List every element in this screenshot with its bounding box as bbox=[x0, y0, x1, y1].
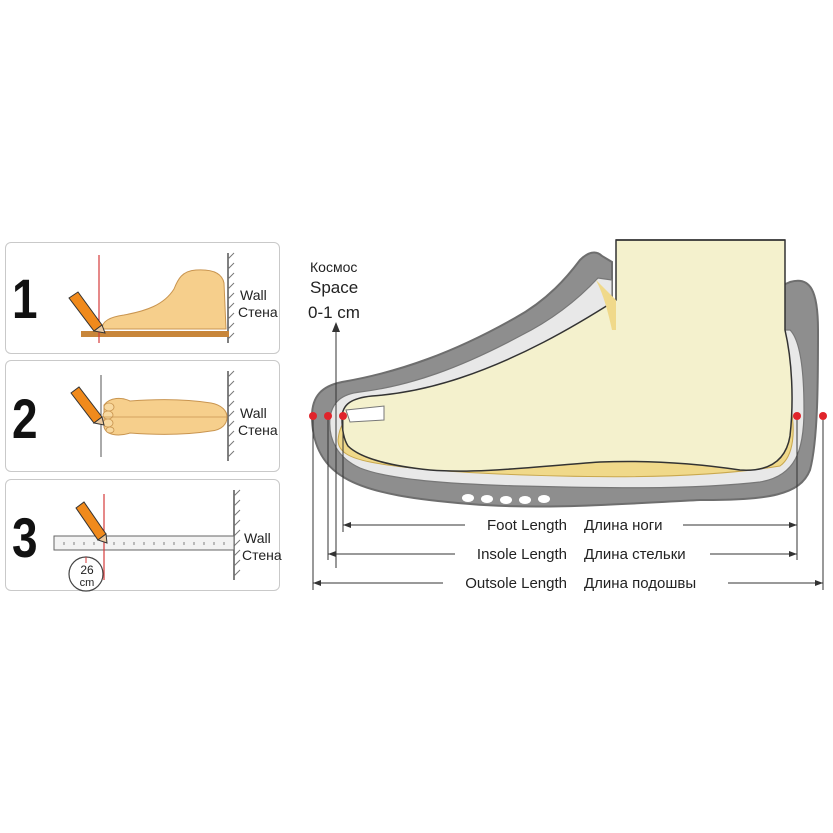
wall-label-ru: Стена bbox=[238, 304, 278, 320]
step-card-2: 2 Wall Стена bbox=[5, 360, 280, 472]
wall-hatch bbox=[233, 489, 241, 577]
space-value: 0-1 cm bbox=[308, 303, 360, 322]
gauge-unit: cm bbox=[80, 577, 95, 589]
wall-label-en: Wall bbox=[244, 530, 271, 546]
foot-length-label-ru: Длина ноги bbox=[584, 517, 663, 534]
outsole-length-label-ru: Длина подошвы bbox=[584, 575, 696, 592]
dimension-arrowheads bbox=[313, 522, 823, 586]
toenail bbox=[345, 405, 385, 423]
wall-label-ru: Стена bbox=[242, 547, 282, 563]
space-label-ru: Космос bbox=[310, 259, 357, 275]
wall-label-en: Wall bbox=[240, 405, 267, 421]
step-number: 2 bbox=[12, 387, 38, 450]
space-arrow-head bbox=[332, 322, 340, 332]
foot-length-label-en: Foot Length bbox=[487, 517, 567, 534]
extension-lines bbox=[312, 420, 824, 590]
outsole-length-label-en: Outsole Length bbox=[465, 575, 567, 592]
step-card-1: 1 Wall Стена bbox=[5, 242, 280, 354]
dimension-lines bbox=[313, 524, 823, 584]
space-label-en: Space bbox=[310, 278, 358, 297]
pencil-icon bbox=[70, 386, 105, 426]
wall-hatch bbox=[227, 370, 235, 458]
wall-label-en: Wall bbox=[240, 287, 267, 303]
foot bbox=[341, 239, 793, 472]
floor-board bbox=[81, 331, 229, 337]
insole-length-label-en: Insole Length bbox=[477, 546, 567, 563]
pencil-icon bbox=[75, 501, 108, 544]
measurement-markers bbox=[309, 412, 827, 420]
step-number: 1 bbox=[12, 267, 38, 330]
step-card-3: 26 cm 3 Wall Стена bbox=[5, 479, 282, 592]
ruler-ticks bbox=[63, 542, 225, 545]
gauge-value: 26 bbox=[80, 563, 94, 577]
wall-label-ru: Стена bbox=[238, 422, 278, 438]
tread-notches bbox=[462, 494, 550, 504]
pencil-icon bbox=[68, 291, 106, 334]
step-3-illustration: 26 cm bbox=[53, 489, 241, 592]
wall-hatch bbox=[227, 252, 235, 340]
insole-length-label-ru: Длина стельки bbox=[584, 546, 686, 563]
step-2-illustration bbox=[70, 370, 235, 461]
foot-side-view bbox=[101, 269, 227, 330]
step-1-illustration bbox=[68, 252, 235, 343]
step-number: 3 bbox=[12, 506, 38, 569]
